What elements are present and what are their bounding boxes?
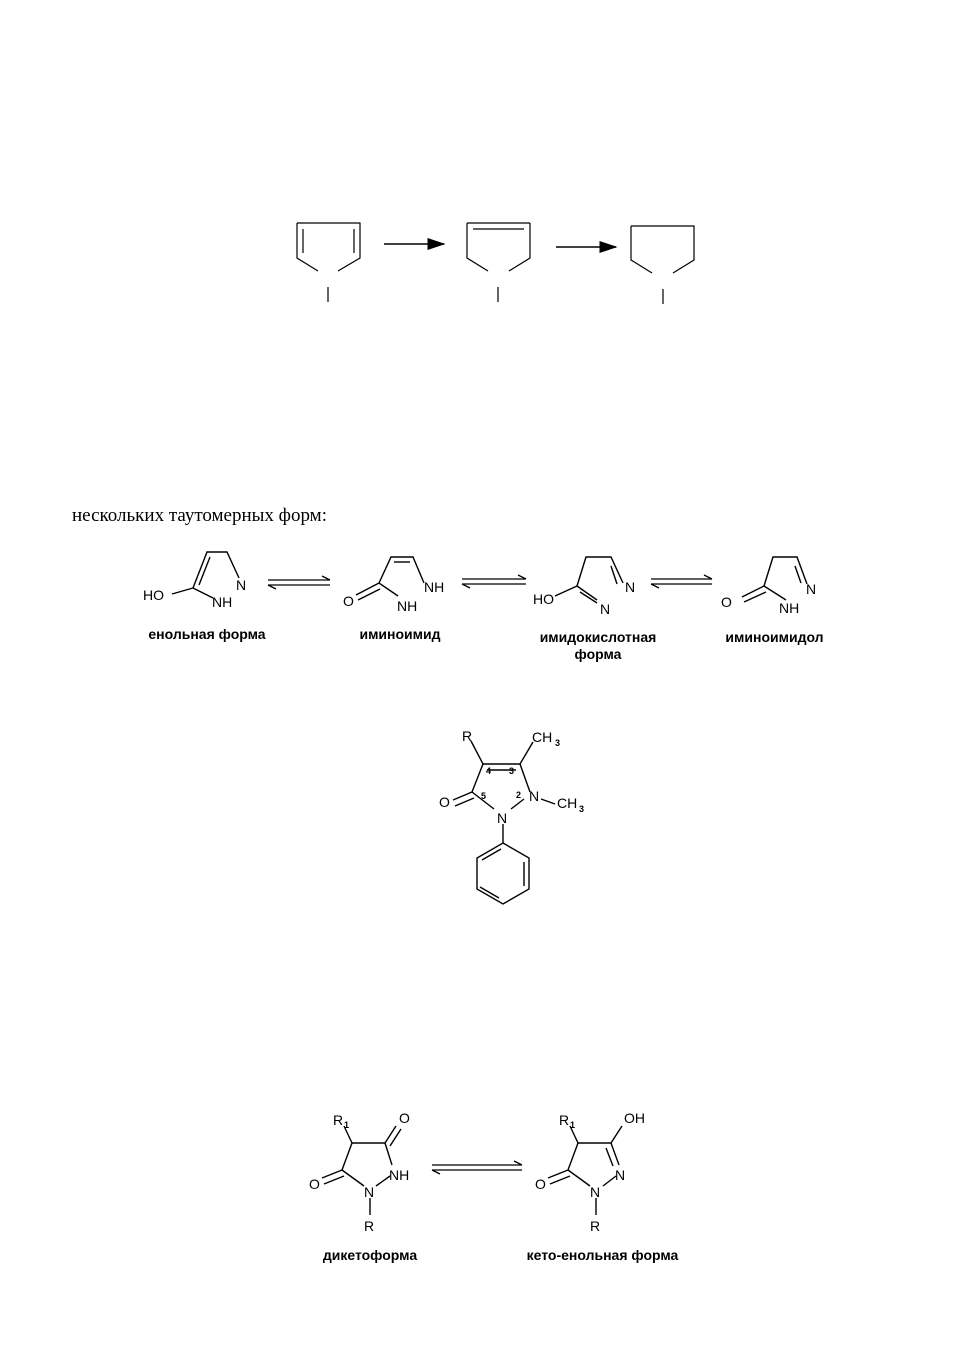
atom-o: O: [343, 593, 354, 609]
atom-n1: N: [497, 810, 507, 826]
iminoimide-structure: O NH NH: [343, 556, 444, 614]
equilibrium-arrow-4: [431, 1160, 523, 1175]
atom-o: O: [439, 794, 450, 810]
atom-ho: HO: [533, 591, 554, 607]
ring-number-5: 5: [481, 791, 486, 801]
ring-fragment-2: [466, 222, 531, 302]
label-keto-enol-form: кето-енольная форма: [526, 1247, 679, 1263]
atom-n: N: [615, 1167, 625, 1183]
atom-nh: NH: [397, 598, 417, 614]
pyrazolone-structure: R CH 3 O N CH 3 N 4 3 5 2: [439, 728, 584, 905]
equilibrium-arrow-3: [650, 574, 713, 589]
atom-r: R: [462, 728, 472, 744]
imidic-acid-form-structure: HO N N: [533, 556, 635, 617]
atom-n2: N: [529, 788, 539, 804]
atom-ch3: CH: [557, 795, 577, 811]
label-iminoimidol: иминоимидол: [725, 629, 824, 645]
atom-oh: OH: [624, 1110, 645, 1126]
atom-o: O: [535, 1176, 546, 1192]
ring-number-2: 2: [516, 790, 521, 800]
atom-nh: NH: [424, 579, 444, 595]
atom-n: N: [806, 581, 816, 597]
ring-fragment-1: [296, 222, 361, 302]
label-enol-form: енольная форма: [148, 626, 266, 642]
atom-o: O: [721, 594, 732, 610]
subscript-3: 3: [579, 804, 584, 814]
subscript-1: 1: [344, 1120, 349, 1130]
atom-ho: HO: [143, 587, 164, 603]
diketo-form-structure: R 1 O NH O N R: [309, 1110, 410, 1234]
label-imidic-acid-form: имидокислотная форма: [539, 629, 657, 662]
ring-number-4: 4: [486, 766, 491, 776]
atom-r: R: [364, 1218, 374, 1234]
atom-o: O: [309, 1176, 320, 1192]
atom-r1: R: [559, 1112, 569, 1128]
label-iminoimide: иминоимид: [359, 626, 441, 642]
atom-n: N: [590, 1184, 600, 1200]
subscript-3: 3: [555, 738, 560, 748]
atom-nh: NH: [779, 600, 799, 616]
atom-nh: NH: [389, 1167, 409, 1183]
atom-n: N: [364, 1184, 374, 1200]
atom-n: N: [236, 577, 246, 593]
subscript-1: 1: [570, 1120, 575, 1130]
atom-ch3: CH: [532, 729, 552, 745]
equilibrium-arrow-2: [461, 574, 527, 589]
atom-n: N: [600, 601, 610, 617]
ring-fragment-3: [630, 225, 695, 304]
atom-r: R: [590, 1218, 600, 1234]
ring-number-3: 3: [509, 766, 514, 776]
label-diketo-form: дикетоформа: [322, 1247, 418, 1263]
atom-r1: R: [333, 1112, 343, 1128]
atom-n: N: [625, 579, 635, 595]
intro-text: нескольких таутомерных форм:: [72, 505, 327, 526]
iminoimidol-structure: O N NH: [721, 556, 816, 616]
enol-form-structure: HO N NH: [143, 551, 246, 610]
equilibrium-arrow-1: [267, 575, 331, 590]
keto-enol-form-structure: R 1 OH N O N R: [535, 1110, 645, 1234]
atom-nh: NH: [212, 594, 232, 610]
atom-o: O: [399, 1110, 410, 1126]
